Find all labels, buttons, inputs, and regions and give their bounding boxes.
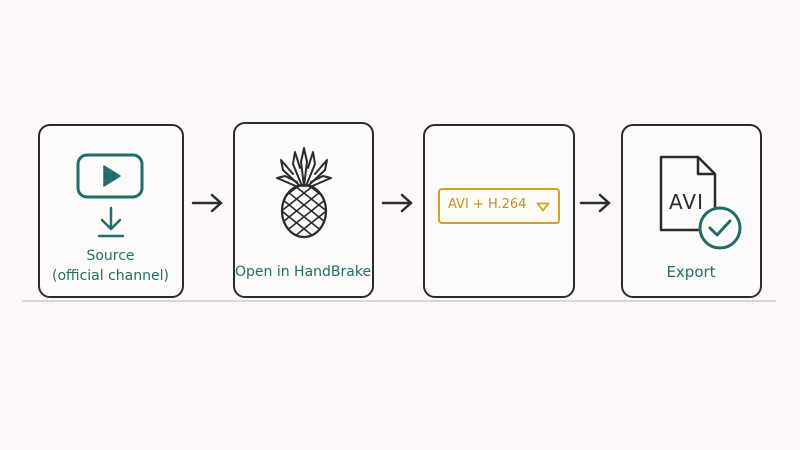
check-circle-icon: [698, 206, 742, 250]
arrow-right-icon: [381, 193, 413, 213]
file-type-label: AVI: [669, 190, 704, 214]
dropdown-triangle-icon: [536, 202, 550, 212]
export-label: Export: [666, 263, 716, 281]
file-document-icon: [659, 155, 717, 232]
source-sublabel: (official channel): [52, 268, 169, 284]
format-dropdown-value: AVI + H.264: [448, 197, 527, 212]
handbrake-label: Open in HandBrake: [235, 264, 372, 280]
arrow-right-icon: [191, 193, 223, 213]
baseline-divider: [22, 300, 776, 302]
pineapple-icon: [276, 147, 332, 239]
format-dropdown[interactable]: AVI + H.264: [438, 188, 560, 224]
export-step-card: AVI Export: [621, 124, 762, 298]
source-step-card: Source (official channel): [38, 124, 184, 298]
arrow-right-icon: [579, 193, 611, 213]
format-step-card: AVI + H.264: [423, 124, 575, 298]
download-arrow-icon: [97, 206, 125, 238]
source-label: Source: [86, 248, 135, 264]
handbrake-step-card: Open in HandBrake: [233, 122, 374, 298]
play-video-icon: [76, 153, 144, 199]
